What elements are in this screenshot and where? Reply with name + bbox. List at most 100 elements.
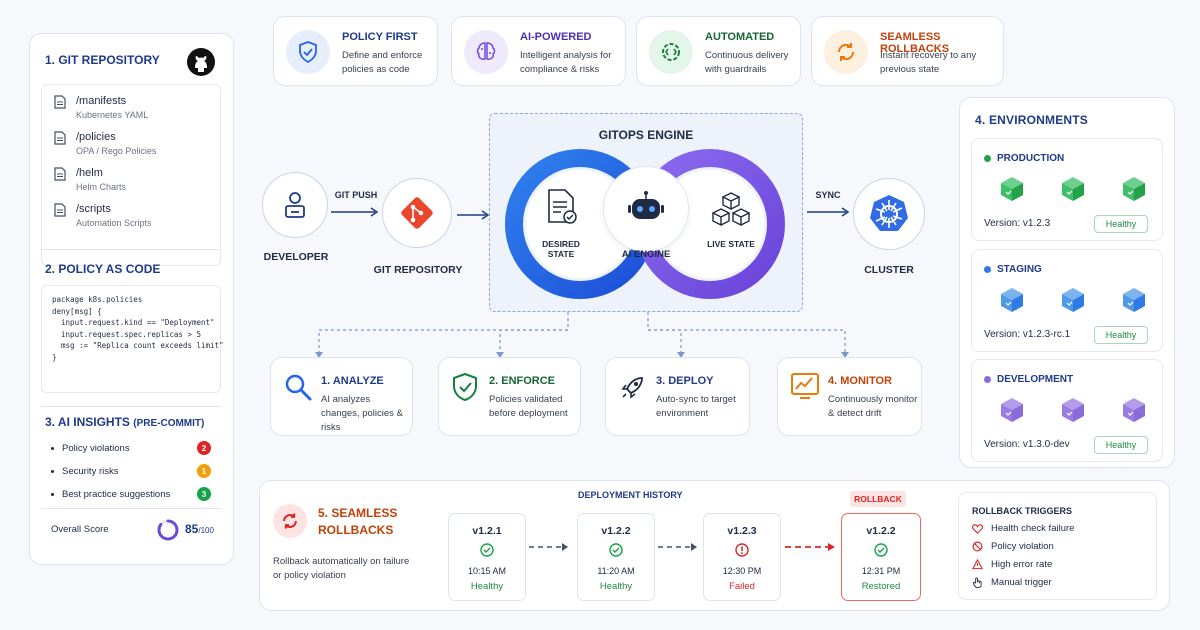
file-desc: Helm Charts — [76, 182, 127, 192]
feature-ai-powered: AI-POWERED Intelligent analysis for comp… — [451, 16, 626, 86]
git-repository-node[interactable] — [382, 178, 452, 248]
step-enforce: 2. ENFORCE Policies validated before dep… — [438, 357, 581, 436]
env-name: DEVELOPMENT — [984, 374, 1073, 385]
feature-seamless-rollbacks: SEAMLESS ROLLBACKS Instant recovery to a… — [811, 16, 1004, 86]
history-arrow — [658, 543, 697, 551]
trigger-label: Health check failure — [991, 523, 1075, 534]
env-version: Version: v1.2.3-rc.1 — [984, 329, 1071, 340]
live-state-label: LIVE STATE — [707, 239, 755, 249]
code-line: package k8s.policies — [52, 295, 143, 304]
ai-insights-title: 3. AI INSIGHTS — [45, 415, 130, 429]
step-analyze: 1. ANALYZE AI analyzes changes, policies… — [270, 357, 413, 436]
history-version: v1.2.2 — [866, 525, 896, 537]
policy-section-title: 2. POLICY AS CODE — [45, 262, 161, 276]
history-time: 11:20 AM — [597, 566, 635, 576]
node-cube-icon — [1062, 398, 1084, 422]
insight-count-badge: 2 — [197, 441, 211, 455]
brain-icon — [464, 30, 508, 74]
ban-icon — [972, 541, 983, 552]
rollback-title-line: ROLLBACKS — [318, 523, 394, 537]
node-cube-icon — [1062, 177, 1084, 201]
environments-title: 4. ENVIRONMENTS — [975, 113, 1089, 127]
env-production[interactable]: PRODUCTION Version: v1.2.3 Healthy — [971, 138, 1163, 241]
insight-security-risks[interactable]: Security risks 1 — [51, 464, 211, 478]
rollback-refresh-icon — [273, 504, 307, 538]
arrow-engine-to-cluster — [807, 207, 850, 217]
git-repository-label: GIT REPOSITORY — [373, 264, 463, 276]
history-card-v122[interactable]: v1.2.2 11:20 AM Healthy — [577, 513, 655, 601]
feature-desc: Continuous delivery with guardrails — [705, 50, 789, 75]
trigger-health-check: Health check failure — [972, 523, 1074, 534]
env-development[interactable]: DEVELOPMENT Version: v1.3.0-dev Healthy — [971, 359, 1163, 462]
step-desc: Auto-sync to target environment — [656, 394, 736, 419]
file-icon — [54, 203, 66, 217]
git-icon — [401, 197, 433, 229]
step-desc: Continuously monitor & detect drift — [828, 394, 918, 419]
file-desc: Automation Scripts — [76, 218, 152, 228]
insight-label: Security risks — [62, 465, 119, 477]
env-name-text: DEVELOPMENT — [997, 374, 1074, 385]
step-title: 1. ANALYZE — [321, 375, 384, 387]
step-title: 4. MONITOR — [828, 375, 892, 387]
git-push-label: GIT PUSH — [334, 190, 378, 200]
hand-pointer-icon — [972, 577, 982, 588]
file-icon — [54, 95, 66, 109]
rollback-arrow — [785, 543, 835, 551]
trigger-high-error-rate: High error rate — [972, 559, 1052, 570]
env-status-badge: Healthy — [1094, 215, 1148, 233]
developer-node[interactable] — [262, 172, 328, 238]
history-card-v123[interactable]: v1.2.3 12:30 PM Failed — [703, 513, 781, 601]
feature-desc: Intelligent analysis for compliance & ri… — [520, 50, 612, 75]
feature-policy-first: POLICY FIRST Define and enforce policies… — [273, 16, 438, 86]
node-cube-icon — [1123, 177, 1145, 201]
step-title: 2. ENFORCE — [489, 375, 556, 387]
env-nodes — [998, 286, 1148, 314]
chart-icon — [790, 372, 822, 404]
insight-policy-violations[interactable]: Policy violations 2 — [51, 441, 211, 455]
file-icon — [54, 167, 66, 181]
step-desc: Policies validated before deployment — [489, 394, 568, 419]
step-deploy: 3. DEPLOY Auto-sync to target environmen… — [605, 357, 750, 436]
history-version: v1.2.1 — [472, 525, 502, 537]
insight-label: Policy violations — [62, 442, 130, 454]
node-cube-icon — [1001, 288, 1023, 312]
score-number: 85 — [185, 522, 199, 536]
overall-score-label: Overall Score — [51, 524, 109, 535]
rollback-desc-line: Rollback automatically on failure — [273, 556, 410, 567]
score-max: /100 — [198, 526, 214, 535]
env-name: STAGING — [984, 264, 1042, 275]
code-line: deny[msg] { — [52, 306, 102, 316]
feature-desc: Instant recovery to any previous state — [880, 50, 977, 75]
file-name: /manifests — [76, 95, 127, 107]
document-check-icon — [548, 189, 577, 224]
trigger-manual: Manual trigger — [972, 577, 1052, 588]
gitops-engine-title: GITOPS ENGINE — [598, 128, 694, 142]
cluster-node[interactable] — [853, 178, 925, 250]
user-icon — [285, 192, 305, 218]
history-status: Failed — [729, 581, 755, 592]
history-time: 10:15 AM — [467, 566, 507, 576]
history-card-v121[interactable]: v1.2.1 10:15 AM Healthy — [448, 513, 526, 601]
desired-state-label: DESIRED STATE — [542, 239, 580, 259]
env-status-badge: Healthy — [1094, 436, 1148, 454]
insight-count-badge: 1 — [197, 464, 211, 478]
history-card-v122-restored[interactable]: v1.2.2 12:31 PM Restored — [841, 513, 921, 601]
gear-icon — [649, 30, 693, 74]
git-repo-section-title: 1. GIT REPOSITORY — [45, 53, 160, 67]
shield-check-icon — [451, 372, 483, 404]
shield-icon — [286, 30, 330, 74]
file-name: /policies — [76, 131, 116, 143]
env-staging[interactable]: STAGING Version: v1.2.3-rc.1 Healthy — [971, 249, 1163, 352]
insight-count-badge: 3 — [197, 487, 211, 501]
cubes-icon — [711, 192, 751, 227]
feature-title: AI-POWERED — [520, 31, 592, 43]
environments-panel: 4. ENVIRONMENTS PRODUCTION Version: v1.2… — [959, 97, 1175, 468]
